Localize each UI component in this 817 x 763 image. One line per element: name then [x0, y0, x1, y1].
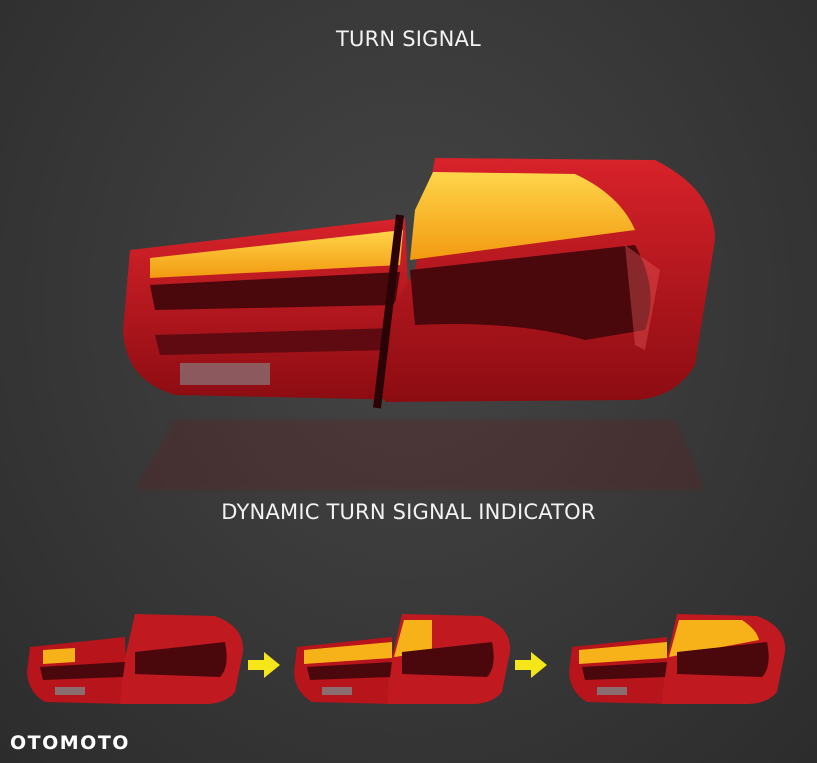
otomoto-watermark: OTOMOTO: [10, 732, 130, 754]
sequence-lamp-step-1: [27, 614, 244, 704]
arrow-right-icon: [248, 652, 280, 678]
arrow-right-icon: [515, 652, 547, 678]
heading-turn-signal: TURN SIGNAL: [336, 27, 481, 51]
sequence-lamp-step-2: [294, 614, 511, 704]
main-tail-lamp-image: [123, 158, 715, 409]
sequence-lamp-step-3: [569, 614, 786, 704]
heading-dynamic-turn-signal: DYNAMIC TURN SIGNAL INDICATOR: [221, 500, 596, 524]
